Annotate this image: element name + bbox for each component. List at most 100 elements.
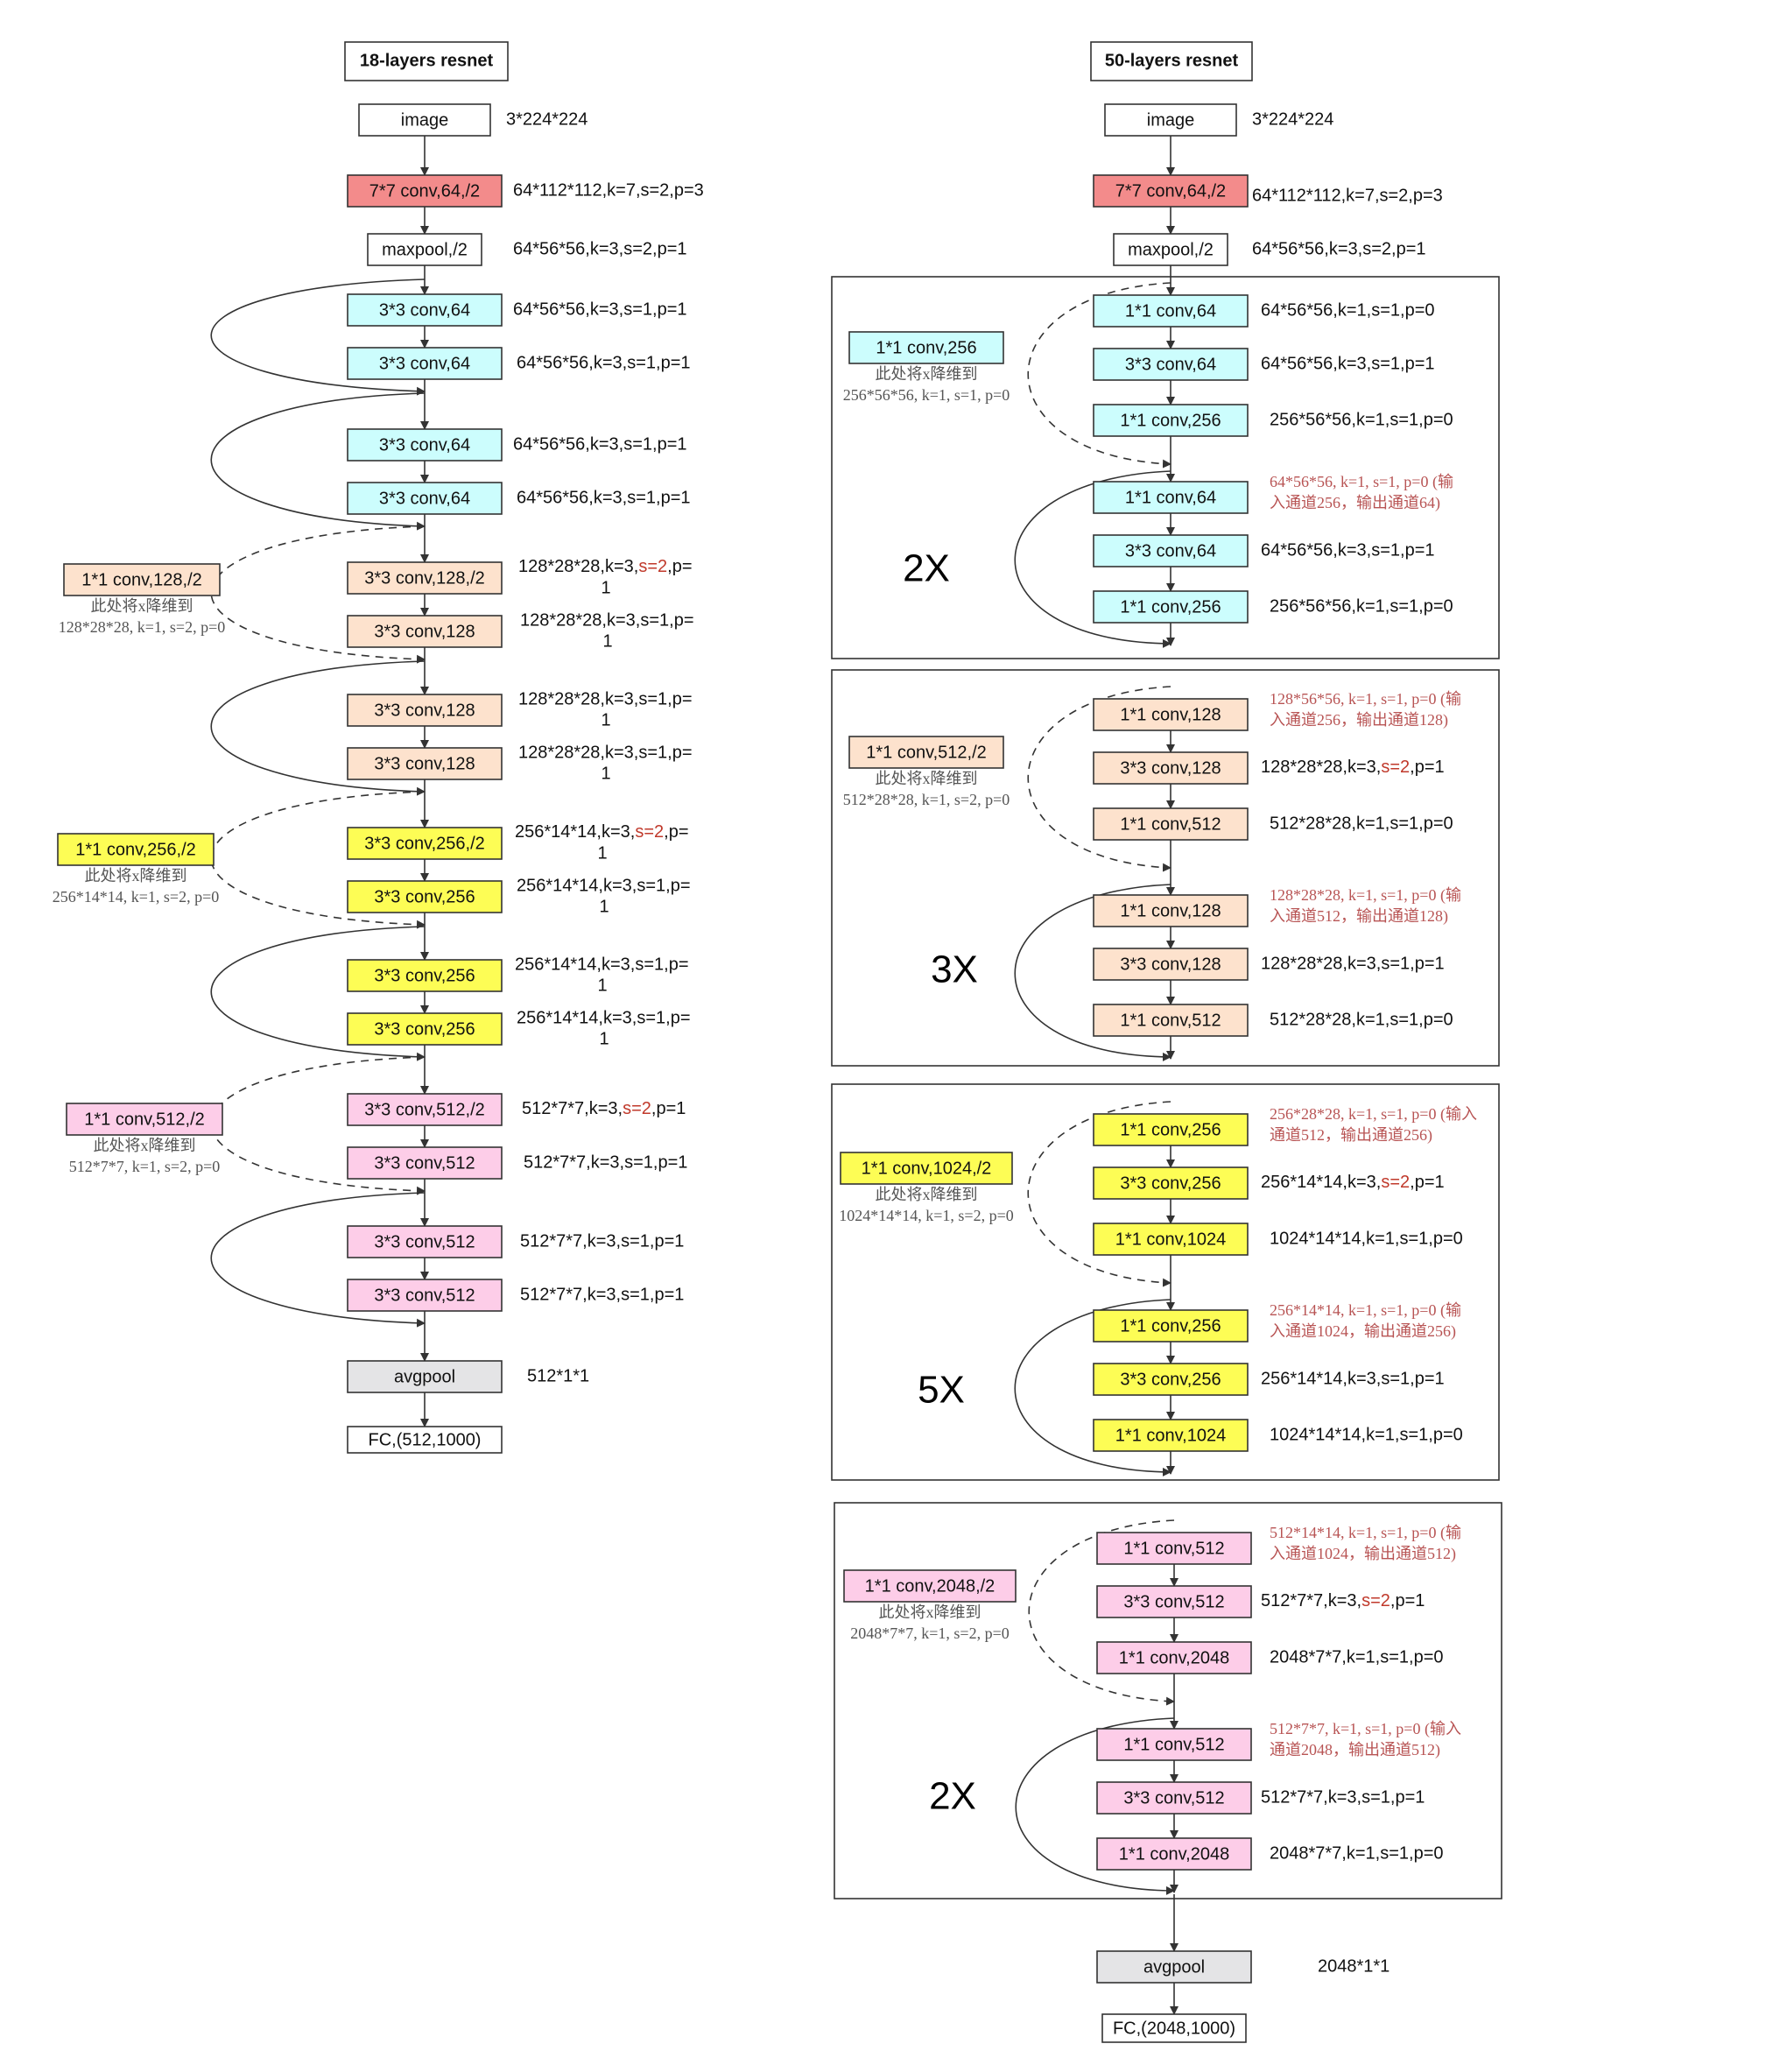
r50-stage0-node-5-label: 1*1 conv,256 <box>1120 597 1221 617</box>
r50-stage-box-1 <box>831 669 1500 1067</box>
r50-stage0-node-0-label: 1*1 conv,64 <box>1125 301 1216 321</box>
r50-stage3-note-3-line2: 通道2048，输出通道512) <box>1270 1741 1440 1759</box>
r50-stage3-node-0-label: 1*1 conv,512 <box>1123 1539 1224 1558</box>
r18-node-3-label: 3*3 conv,64 <box>379 300 470 320</box>
r50-stage1-note-3: 128*28*28, k=1, s=1, p=0 (输 <box>1270 886 1461 905</box>
r18-note-14: 256*14*14,k=3,s=1,p= <box>517 1008 691 1027</box>
r18-note-15: 512*7*7,k=3,s=2,p=1 <box>522 1099 686 1118</box>
r18-node-7 <box>347 561 503 595</box>
r18-node-12 <box>347 880 503 913</box>
r50-stage1-note-1: 128*28*28,k=3,s=2,p=1 <box>1261 758 1445 777</box>
r50-stage1-shortcut-detail: 512*28*28, k=1, s=2, p=0 <box>843 791 1010 808</box>
r18-note-13: 256*14*14,k=3,s=1,p= <box>515 955 689 974</box>
r50-stage2-note-2: 1024*14*14,k=1,s=1,p=0 <box>1270 1229 1463 1248</box>
r50-stage1-shortcut-label: 1*1 conv,512,/2 <box>866 743 987 762</box>
r50-top-1-label: 7*7 conv,64,/2 <box>1115 181 1226 201</box>
r50-stage2-node-4-label: 3*3 conv,256 <box>1120 1370 1221 1389</box>
r50-stage0-node-4 <box>1093 534 1249 567</box>
r18-node-18-label: 3*3 conv,512 <box>374 1286 475 1305</box>
r18-note-5: 64*56*56,k=3,s=1,p=1 <box>513 434 687 454</box>
r18-node-14-label: 3*3 conv,256 <box>374 1019 475 1039</box>
r50-avgpool <box>1096 1950 1252 1984</box>
r50-stage2-shortcut-desc: 此处将x降维到 <box>876 1186 978 1203</box>
r50-stage1-note-5: 512*28*28,k=1,s=1,p=0 <box>1270 1010 1453 1029</box>
r18-note-12-line2: 1 <box>599 897 609 916</box>
r18-shortcut-0-label: 1*1 conv,128,/2 <box>81 570 202 589</box>
r18-note-14-line2: 1 <box>599 1029 609 1048</box>
r18-note-8: 128*28*28,k=3,s=1,p= <box>520 610 694 630</box>
r50-stage2-node-5 <box>1093 1419 1249 1452</box>
r18-node-4 <box>347 347 503 380</box>
r50-stage3-note-0: 512*14*14, k=1, s=1, p=0 (输 <box>1270 1524 1461 1542</box>
resnet50-title: 50-layers resnet <box>1105 51 1239 70</box>
r50-stage2-shortcut <box>840 1152 1013 1185</box>
r50-stage1-node-3 <box>1093 894 1249 927</box>
r18-node-8-label: 3*3 conv,128 <box>374 622 475 641</box>
r18-note-9-line2: 1 <box>601 710 610 729</box>
r50-stage3-note-5: 2048*7*7,k=1,s=1,p=0 <box>1270 1843 1444 1863</box>
r18-node-20-label: FC,(512,1000) <box>369 1430 482 1449</box>
r50-stage0-projection <box>1027 282 1171 469</box>
r50-stage0-node-1-label: 3*3 conv,64 <box>1125 355 1216 374</box>
r50-stage2-note-3: 256*14*14, k=1, s=1, p=0 (输 <box>1270 1301 1461 1320</box>
r18-note-2: 64*56*56,k=3,s=2,p=1 <box>513 239 687 258</box>
r50-stage0-node-5 <box>1093 590 1249 624</box>
r50-stage3-node-0 <box>1096 1532 1252 1565</box>
r18-node-9 <box>347 694 503 727</box>
r50-stage0-note-3-line2: 入通道256，输出通道64) <box>1270 494 1440 512</box>
r50-stage-box-3 <box>834 1502 1502 1899</box>
r18-node-3 <box>347 293 503 327</box>
r50-top-0-label: image <box>1147 110 1194 130</box>
r18-note-7: 128*28*28,k=3,s=2,p= <box>518 557 693 576</box>
r18-node-12-label: 3*3 conv,256 <box>374 887 475 906</box>
r50-stage2-note-5: 1024*14*14,k=1,s=1,p=0 <box>1270 1425 1463 1444</box>
r18-node-5-label: 3*3 conv,64 <box>379 435 470 455</box>
r50-stage3-note-4: 512*7*7,k=3,s=1,p=1 <box>1261 1787 1425 1807</box>
r50-stage2-node-0-label: 1*1 conv,256 <box>1120 1120 1221 1139</box>
r50-stage3-node-2 <box>1096 1641 1252 1674</box>
r18-node-17 <box>347 1225 503 1258</box>
r50-stage1-shortcut <box>848 736 1004 769</box>
r50-stage2-multiplier: 5X <box>918 1369 965 1412</box>
r18-note-16: 512*7*7,k=3,s=1,p=1 <box>524 1152 687 1172</box>
r50-stage2-node-3-label: 1*1 conv,256 <box>1120 1316 1221 1336</box>
r50-stage2-node-3 <box>1093 1309 1249 1343</box>
r50-stage1-note-2: 512*28*28,k=1,s=1,p=0 <box>1270 814 1453 833</box>
r50-stage0-shortcut-label: 1*1 conv,256 <box>876 338 976 357</box>
r50-stage0-note-5: 256*56*56,k=1,s=1,p=0 <box>1270 596 1453 616</box>
r18-note-0: 3*224*224 <box>506 109 587 129</box>
r18-note-3: 64*56*56,k=3,s=1,p=1 <box>513 300 687 319</box>
r50-stage1-note-0-line2: 入通道256，输出通道128) <box>1270 711 1448 729</box>
r50-stage1-node-1-label: 3*3 conv,128 <box>1120 758 1221 778</box>
r50-stage1-node-3-label: 1*1 conv,128 <box>1120 901 1221 920</box>
r50-stage2-node-2-label: 1*1 conv,1024 <box>1115 1230 1226 1249</box>
r50-stage-box-0 <box>831 276 1500 659</box>
r18-node-5 <box>347 428 503 462</box>
r50-stage1-multiplier: 3X <box>931 948 978 991</box>
r50-stage-box-2 <box>831 1083 1500 1481</box>
r18-shortcut-1 <box>57 833 215 866</box>
r50-stage0-note-1: 64*56*56,k=3,s=1,p=1 <box>1261 354 1435 373</box>
r50-stage0-multiplier: 2X <box>903 547 950 590</box>
r18-node-7-label: 3*3 conv,128,/2 <box>364 568 485 588</box>
r50-stage1-note-4: 128*28*28,k=3,s=1,p=1 <box>1261 954 1445 973</box>
r18-residual-0 <box>210 278 426 396</box>
r18-node-10 <box>347 747 503 780</box>
r50-stage1-node-2-label: 1*1 conv,512 <box>1120 814 1221 834</box>
r50-stage3-note-0-line2: 入通道1024，输出通道512) <box>1270 1545 1456 1563</box>
r50-stage3-note-1: 512*7*7,k=3,s=2,p=1 <box>1261 1591 1425 1610</box>
r18-note-4: 64*56*56,k=3,s=1,p=1 <box>517 353 691 372</box>
r18-note-8-line2: 1 <box>602 631 612 651</box>
r50-top-note-0: 3*224*224 <box>1252 109 1333 129</box>
r50-stage3-shortcut-desc: 此处将x降维到 <box>879 1603 981 1621</box>
r50-stage0-node-2 <box>1093 404 1249 437</box>
r50-top-note-1: 64*112*112,k=7,s=2,p=3 <box>1252 186 1443 205</box>
r18-residual-1 <box>210 392 426 531</box>
r50-stage2-note-4: 256*14*14,k=3,s=1,p=1 <box>1261 1369 1445 1388</box>
r18-node-2 <box>367 233 482 266</box>
r50-stage0-shortcut-desc: 此处将x降维到 <box>876 365 978 383</box>
r18-note-17: 512*7*7,k=3,s=1,p=1 <box>520 1231 684 1251</box>
r18-node-16-label: 3*3 conv,512 <box>374 1153 475 1173</box>
r50-stage1-note-3-line2: 入通道512，输出通道128) <box>1270 907 1448 926</box>
r50-stage0-node-0 <box>1093 294 1249 328</box>
